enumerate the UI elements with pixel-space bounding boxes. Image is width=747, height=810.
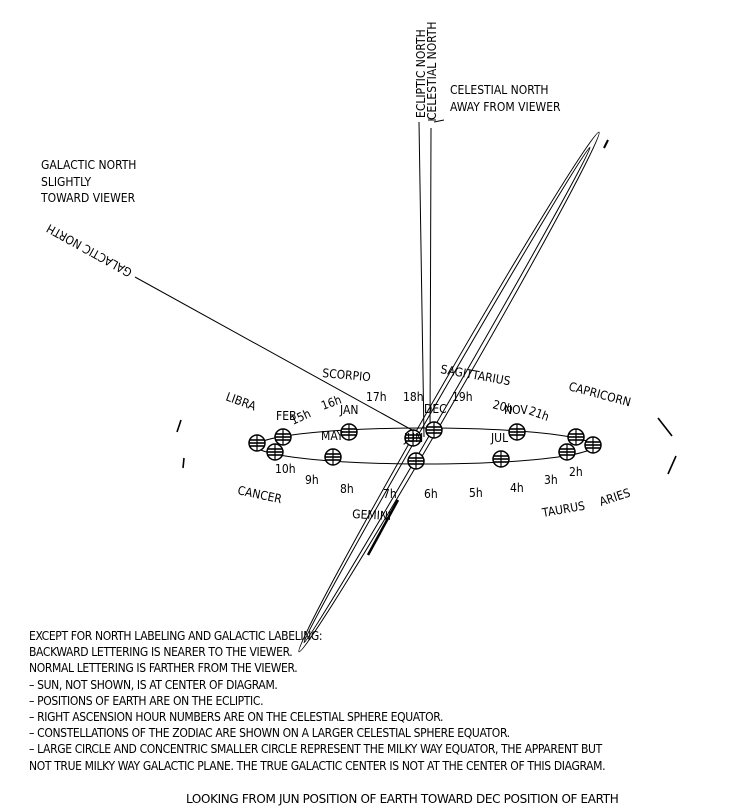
note-line: – SUN, NOT SHOWN, IS AT CENTER OF DIAGRA…: [29, 677, 278, 692]
hour-5h: 5h: [469, 486, 483, 500]
milky-way-equator-outer: [298, 131, 600, 653]
note-line: NOT TRUE MILKY WAY GALACTIC PLANE. THE T…: [29, 758, 606, 773]
earth-globe: [404, 429, 422, 447]
celestial-north-label: CELESTIAL NORTH: [425, 21, 439, 120]
month-nov: NOV: [504, 403, 528, 417]
galactic-north-axis-label: GALACTIC NORTH: [44, 221, 134, 279]
hour-19h: 19h: [452, 390, 473, 404]
note-line: – CONSTELLATIONS OF THE ZODIAC ARE SHOWN…: [29, 726, 510, 741]
ecliptic-north-label: ECLIPTIC NORTH: [414, 29, 428, 118]
earth-globe: [266, 443, 284, 461]
constellation-taurus: TAURUS: [540, 499, 586, 520]
month-jun: JUN: [403, 431, 423, 445]
ecliptic-north-axis: [418, 121, 425, 438]
celestial-north-pointer: [433, 119, 445, 123]
earth-globe: [558, 443, 576, 461]
hour-8h: 8h: [340, 482, 354, 496]
hour-20h: 20h: [491, 397, 515, 416]
legend-notes: EXCEPT FOR NORTH LABELING AND GALACTIC L…: [29, 628, 745, 774]
month-jan: JAN: [339, 403, 358, 417]
hour-6h: 6h: [424, 487, 438, 501]
diagram-caption: LOOKING FROM JUN POSITION OF EARTH TOWAR…: [186, 792, 619, 806]
galactic-north-note-line2: SLIGHTLY: [41, 175, 92, 189]
note-line: NORMAL LETTERING IS FARTHER FROM THE VIE…: [29, 661, 298, 676]
earth-globe: [407, 452, 425, 470]
constellation-scorpio: SCORPIO: [322, 366, 372, 384]
constellation-sagittarius: SAGITTARIUS: [439, 362, 511, 388]
earth-globe: [492, 450, 510, 468]
celestial-north-note-line1: CELESTIAL NORTH: [450, 83, 549, 97]
galactic-north-note-line3: TOWARD VIEWER: [40, 191, 136, 205]
equator-end-mark-right-upper: [657, 417, 673, 437]
hour-2h: 2h: [569, 465, 583, 479]
celestial-north-axis: [429, 127, 432, 438]
hour-21h: 21h: [527, 404, 551, 424]
galactic-north-note-line1: GALACTIC NORTH: [41, 158, 136, 172]
earth-globe: [274, 428, 292, 446]
note-line: BACKWARD LETTERING IS NEARER TO THE VIEW…: [29, 645, 293, 660]
month-jul: JUL: [490, 431, 508, 445]
equator-end-mark-left-lower: [182, 457, 185, 469]
hour-16h: 16h: [319, 393, 343, 413]
hour-3h: 3h: [544, 473, 558, 487]
constellation-capricorn: CAPRICORN: [567, 379, 632, 409]
galactic-north-axis: [134, 276, 413, 431]
note-line: – LARGE CIRCLE AND CONCENTRIC SMALLER CI…: [29, 742, 602, 757]
constellation-libra: LIBRA: [224, 390, 258, 414]
hour-17h: 17h: [366, 390, 387, 404]
celestial-north-note-line2: AWAY FROM VIEWER: [450, 100, 561, 114]
equator-end-mark-left-upper: [176, 419, 182, 433]
earth-globe: [584, 436, 602, 454]
earth-globe: [340, 423, 358, 441]
constellation-cancer: CANCER: [236, 483, 283, 506]
earth-positions: [248, 421, 602, 470]
constellation-aries: ARIES: [598, 486, 633, 509]
hour-9h: 9h: [305, 473, 319, 487]
milky-way-equator-inner: [303, 146, 591, 644]
note-line: – POSITIONS OF EARTH ARE ON THE ECLIPTIC…: [29, 693, 264, 708]
month-may: MAY: [321, 429, 344, 443]
ecliptic: [256, 427, 594, 465]
earth-globe: [248, 434, 266, 452]
note-line: – RIGHT ASCENSION HOUR NUMBERS ARE ON TH…: [29, 710, 444, 725]
earth-globe: [508, 423, 526, 441]
note-line: EXCEPT FOR NORTH LABELING AND GALACTIC L…: [29, 629, 323, 643]
hour-4h: 4h: [510, 481, 524, 495]
earth-globe: [567, 428, 585, 446]
milky-way-tip-dash: [603, 139, 609, 149]
hour-18h: 18h: [403, 390, 424, 404]
earth-globe: [324, 448, 342, 466]
milky-way-front-mark: [366, 499, 400, 556]
constellation-gemini: GEMINI: [352, 507, 392, 523]
month-dec: DEC: [424, 402, 447, 416]
hour-7h: 7h: [383, 487, 397, 501]
hour-10h: 10h: [275, 462, 296, 476]
earth-globe: [425, 421, 443, 439]
equator-end-mark-right-lower: [667, 455, 677, 475]
month-feb: FEB: [276, 409, 296, 423]
